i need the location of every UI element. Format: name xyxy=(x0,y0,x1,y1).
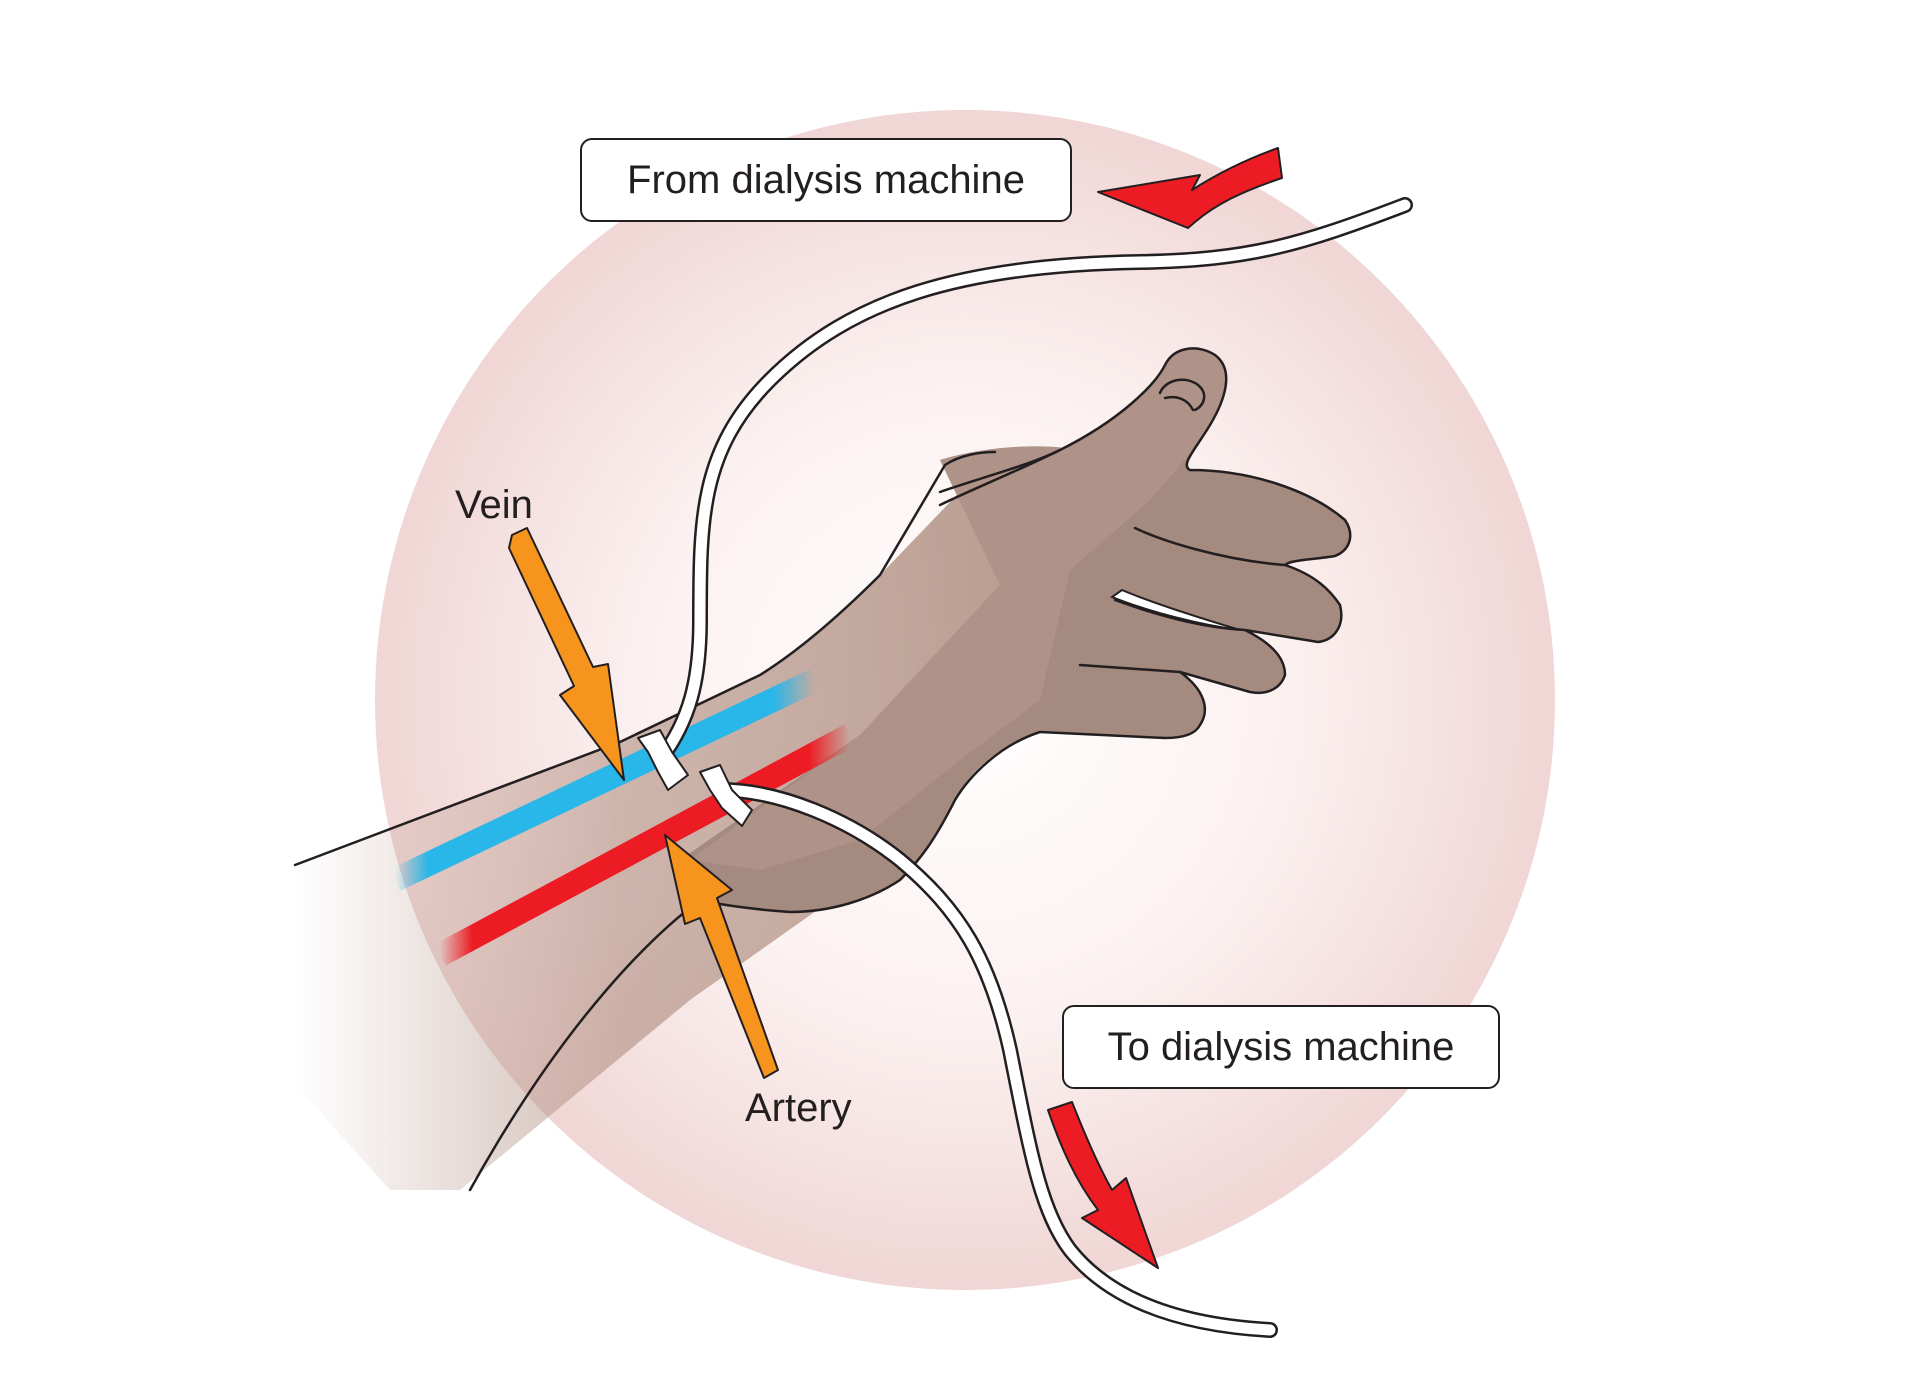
artery-tape xyxy=(699,764,753,827)
arm-outline xyxy=(293,347,1352,1192)
vessels xyxy=(389,669,856,966)
artery-label: Artery xyxy=(745,1086,852,1130)
from-machine-label: From dialysis machine xyxy=(580,138,1072,222)
inflow-arrow xyxy=(1097,147,1283,229)
orange-arrow-icon xyxy=(508,527,625,781)
artery-vessel xyxy=(434,724,856,966)
outflow-tube xyxy=(712,782,1278,1338)
red-curved-arrow-icon xyxy=(1047,1101,1159,1269)
artery-pointer xyxy=(664,834,779,1079)
outflow-arrow xyxy=(1047,1101,1159,1269)
vein-vessel xyxy=(389,669,821,891)
to-machine-label: To dialysis machine xyxy=(1062,1005,1500,1089)
vein-tape xyxy=(637,729,689,791)
vein-label: Vein xyxy=(455,483,533,527)
tape-clips xyxy=(637,729,753,827)
inflow-tube xyxy=(652,197,1413,768)
forearm xyxy=(295,348,1351,1190)
orange-arrow-icon xyxy=(664,834,779,1079)
red-curved-arrow-icon xyxy=(1097,147,1283,229)
vein-pointer xyxy=(508,527,625,781)
finger-gap xyxy=(1109,588,1241,631)
